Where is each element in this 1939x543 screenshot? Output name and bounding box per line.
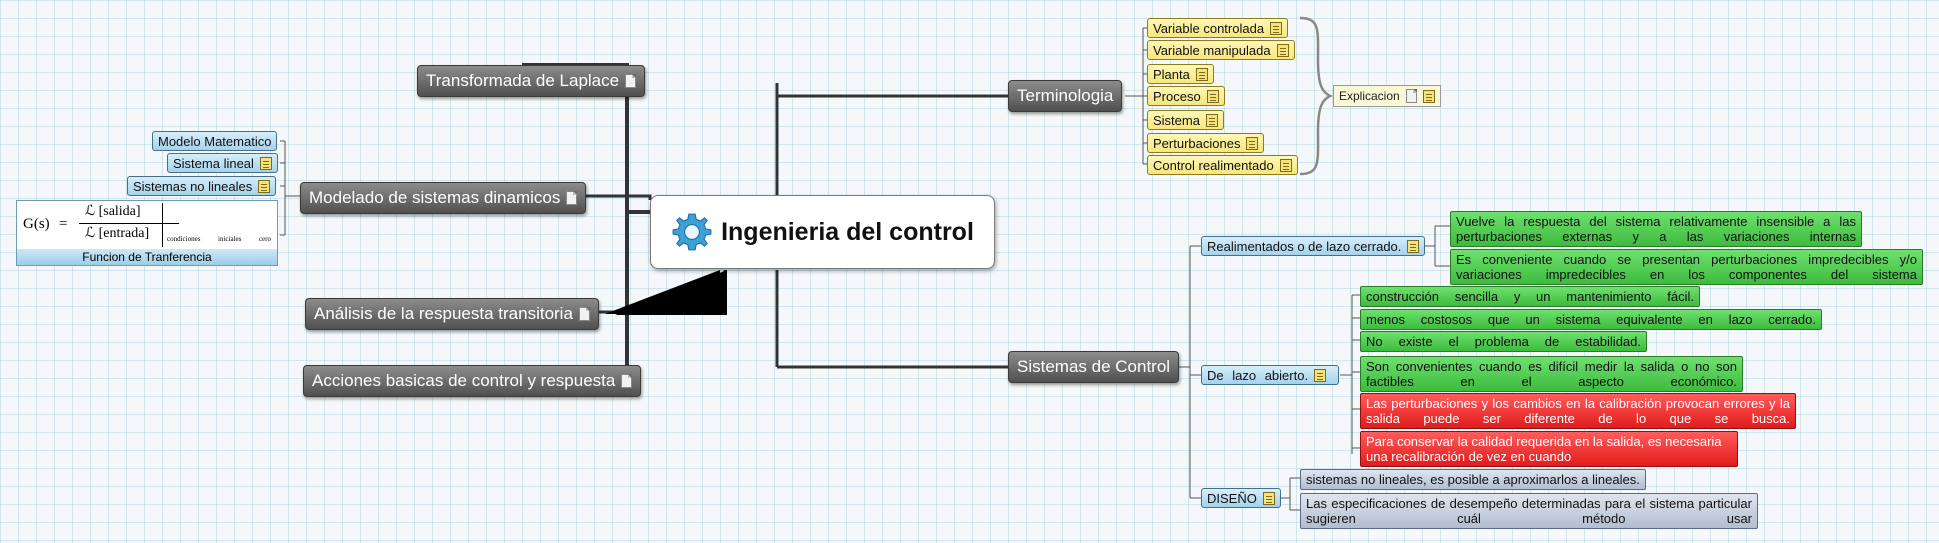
- subtopic-realimentados[interactable]: Realimentados o de lazo cerrado.: [1201, 236, 1426, 256]
- note-icon: [1195, 67, 1208, 81]
- note-icon: [1279, 158, 1292, 172]
- term-label: Control realimentado: [1153, 157, 1274, 173]
- formula-numerator: ℒ [salida]: [85, 204, 141, 219]
- term-variable-manipulada[interactable]: Variable manipulada: [1147, 40, 1295, 60]
- lazo-abierto-item[interactable]: menos costosos que un sistema equivalent…: [1360, 309, 1822, 330]
- central-topic[interactable]: Ingenieria del control: [650, 195, 995, 269]
- note-icon: [1262, 491, 1275, 505]
- formula-equals: =: [59, 216, 68, 232]
- subtopic-label: DISEÑO: [1207, 490, 1257, 506]
- topic-label: Análisis de la respuesta transitoria: [314, 304, 573, 323]
- document-icon: [621, 374, 633, 388]
- term-label: Sistema: [1153, 112, 1200, 128]
- realimentado-item[interactable]: Vuelve la respuesta del sistema relativa…: [1450, 211, 1862, 247]
- topic-transformada-laplace[interactable]: Transformada de Laplace: [417, 65, 646, 97]
- document-icon: [578, 307, 590, 321]
- lazo-abierto-item[interactable]: Las perturbaciones y los cambios en la c…: [1360, 393, 1796, 429]
- term-label: Planta: [1153, 66, 1190, 82]
- note-icon: [1422, 89, 1435, 103]
- note-icon: [1407, 239, 1420, 253]
- item-text: sistemas no lineales, es posible a aprox…: [1306, 472, 1640, 487]
- item-text: menos costosos que un sistema equivalent…: [1366, 312, 1816, 327]
- subtopic-label: Realimentados o de lazo cerrado.: [1207, 238, 1402, 254]
- item-text: Las perturbaciones y los cambios en la c…: [1366, 396, 1790, 426]
- formula-lhs: G(s): [23, 216, 50, 232]
- subtopic-diseno[interactable]: DISEÑO: [1201, 488, 1281, 508]
- document-icon: [566, 191, 578, 205]
- lazo-abierto-item[interactable]: Para conservar la calidad requerida en l…: [1360, 431, 1738, 467]
- note-icon: [258, 179, 271, 193]
- topic-label: Acciones basicas de control y respuesta: [312, 371, 616, 390]
- item-text: Es conveniente cuando se presentan pertu…: [1456, 252, 1917, 282]
- document-icon: [1405, 89, 1417, 103]
- note-icon: [1270, 21, 1283, 35]
- topic-respuesta-transitoria[interactable]: Análisis de la respuesta transitoria: [305, 298, 599, 330]
- formula: G(s) = ℒ [salida] ℒ [entrada] condicione…: [17, 201, 277, 249]
- gear-icon: [672, 213, 712, 251]
- topic-label: Transformada de Laplace: [426, 71, 620, 90]
- condition-word: condiciones: [167, 235, 201, 243]
- term-variable-controlada[interactable]: Variable controlada: [1147, 18, 1289, 38]
- note-icon: [1314, 368, 1327, 382]
- term-label: Variable controlada: [1153, 20, 1265, 36]
- item-text: Para conservar la calidad requerida en l…: [1366, 434, 1722, 464]
- diseno-item[interactable]: Las especificaciones de desempeño determ…: [1300, 493, 1758, 529]
- subtopic-sistemas-no-lineales[interactable]: Sistemas no lineales: [127, 176, 277, 196]
- topic-sistemas-de-control[interactable]: Sistemas de Control: [1008, 351, 1180, 383]
- lazo-abierto-item[interactable]: No existe el problema de estabilidad.: [1360, 331, 1647, 352]
- condition-word: cero: [258, 235, 271, 243]
- item-text: No existe el problema de estabilidad.: [1366, 334, 1641, 349]
- topic-modelado-sistemas[interactable]: Modelado de sistemas dinamicos: [300, 182, 587, 214]
- topic-label: Sistemas de Control: [1017, 357, 1171, 376]
- realimentado-item[interactable]: Es conveniente cuando se presentan pertu…: [1450, 249, 1923, 285]
- topic-acciones-basicas[interactable]: Acciones basicas de control y respuesta: [303, 365, 642, 397]
- subtopic-label: De lazo abierto.: [1207, 367, 1309, 383]
- term-label: Perturbaciones: [1153, 135, 1241, 151]
- subtopic-label: Sistema lineal: [173, 155, 254, 171]
- term-label: Variable manipulada: [1153, 42, 1271, 58]
- item-text: Vuelve la respuesta del sistema relativa…: [1456, 214, 1856, 244]
- subtopic-lazo-abierto[interactable]: De lazo abierto.: [1201, 365, 1339, 385]
- subtopic-modelo-matematico[interactable]: Modelo Matematico: [152, 131, 278, 151]
- summary-label: Explicacion: [1339, 89, 1400, 103]
- term-planta[interactable]: Planta: [1147, 64, 1214, 84]
- term-perturbaciones[interactable]: Perturbaciones: [1147, 133, 1265, 153]
- transfer-function-image[interactable]: G(s) = ℒ [salida] ℒ [entrada] condicione…: [16, 200, 278, 266]
- condition-word: iniciales: [218, 235, 242, 243]
- summary-explicacion[interactable]: Explicacion: [1333, 85, 1441, 107]
- subtopic-label: Sistemas no lineales: [133, 178, 253, 194]
- note-icon: [1276, 43, 1289, 57]
- note-icon: [259, 156, 272, 170]
- evaluation-bar: [162, 203, 163, 247]
- term-sistema[interactable]: Sistema: [1147, 110, 1224, 130]
- document-icon: [625, 74, 637, 88]
- lazo-abierto-item[interactable]: construcción sencilla y un mantenimiento…: [1360, 286, 1700, 307]
- item-text: Las especificaciones de desempeño determ…: [1306, 496, 1752, 526]
- note-icon: [1206, 89, 1219, 103]
- fraction-bar: [79, 223, 179, 224]
- formula-denominator: ℒ [entrada]: [85, 226, 150, 241]
- topic-label: Terminologia: [1017, 86, 1114, 105]
- item-text: construcción sencilla y un mantenimiento…: [1366, 289, 1694, 304]
- note-icon: [1205, 113, 1218, 127]
- topic-terminologia[interactable]: Terminologia: [1008, 80, 1123, 112]
- term-label: Proceso: [1153, 88, 1201, 104]
- topic-label: Modelado de sistemas dinamicos: [309, 188, 561, 207]
- central-topic-label: Ingenieria del control: [721, 217, 974, 246]
- term-proceso[interactable]: Proceso: [1147, 86, 1225, 106]
- subtopic-label: Modelo Matematico: [158, 133, 272, 149]
- item-text: Son convenientes cuando es difícil medir…: [1366, 359, 1737, 389]
- note-icon: [1246, 136, 1259, 150]
- lazo-abierto-item[interactable]: Son convenientes cuando es difícil medir…: [1360, 356, 1743, 392]
- diseno-item[interactable]: sistemas no lineales, es posible a aprox…: [1300, 469, 1646, 490]
- formula-conditions: condiciones iniciales cero: [167, 235, 271, 243]
- formula-caption: Funcion de Tranferencia: [17, 249, 277, 265]
- subtopic-sistema-lineal[interactable]: Sistema lineal: [167, 153, 278, 173]
- term-control-realimentado[interactable]: Control realimentado: [1147, 155, 1298, 175]
